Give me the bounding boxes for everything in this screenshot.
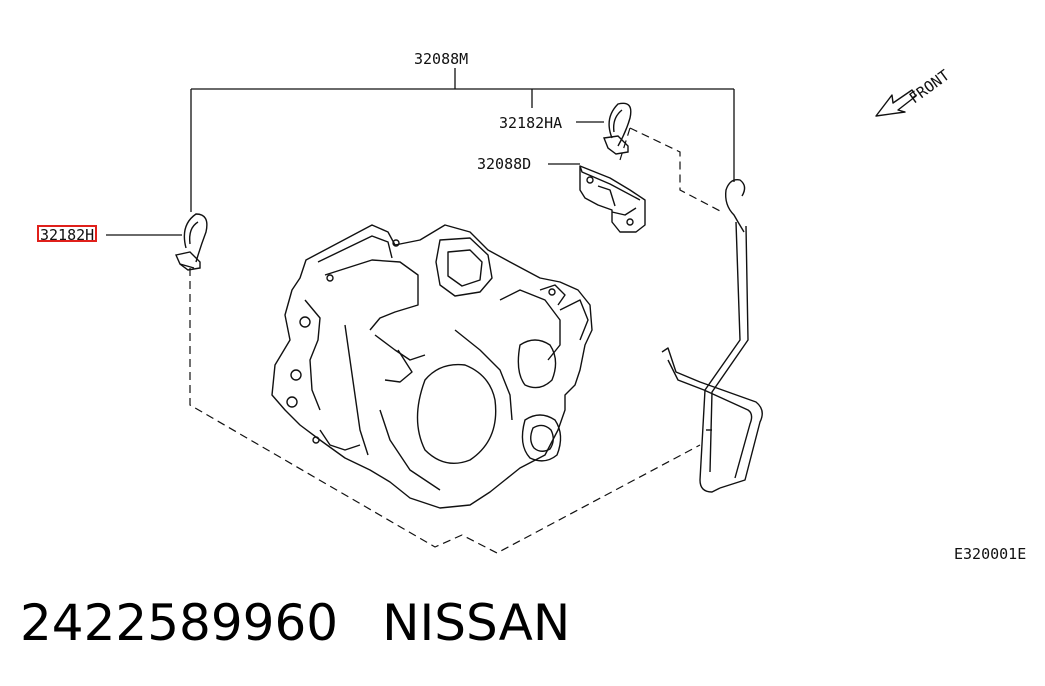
- highlight-box: [37, 225, 97, 242]
- front-label: FRONT: [906, 66, 953, 107]
- diagram-code: E320001E: [954, 545, 1026, 563]
- dashed-guide-lines: [189, 127, 723, 554]
- callout-hose-clamp: 32182H: [40, 226, 94, 244]
- hose-clamp-left: [175, 213, 208, 271]
- callout-hose-clamp-a: 32182HA: [499, 114, 562, 132]
- bracket-part: [579, 165, 646, 233]
- callout-assembly: 32088M: [414, 50, 468, 68]
- brand-name: NISSAN: [382, 594, 571, 652]
- callout-bracket: 32088D: [477, 155, 531, 173]
- hose-clamp-top: [603, 102, 632, 155]
- vent-hose: [661, 179, 763, 493]
- part-number: 2422589960: [20, 594, 339, 652]
- front-arrow-icon: [875, 89, 917, 117]
- part-footer: 2422589960 NISSAN: [20, 594, 570, 652]
- transmission-housing: [271, 224, 593, 509]
- assembly-leader-lines: [106, 68, 735, 236]
